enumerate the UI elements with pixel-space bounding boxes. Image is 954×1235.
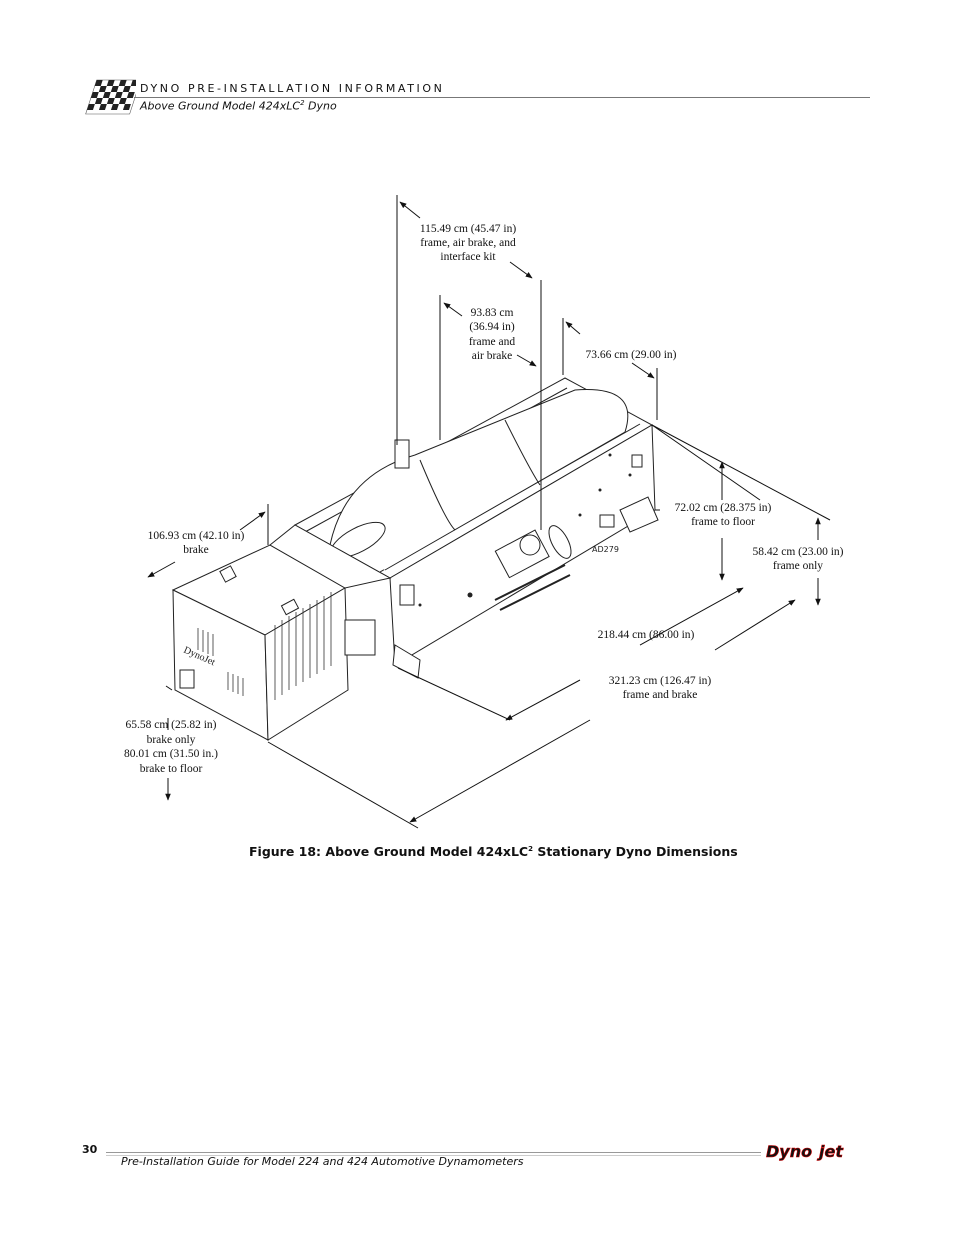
dim-frame-only-line1: 58.42 cm (23.00 in) — [752, 546, 843, 558]
dyno-machine: DynoJet — [171, 377, 659, 741]
dim-frame-only-line2: frame only — [773, 560, 823, 572]
svg-text:Dyno: Dyno — [766, 1142, 812, 1161]
dim-overall-height-line3: interface kit — [440, 251, 496, 263]
guide-title: Pre-Installation Guide for Model 224 and… — [121, 1155, 524, 1168]
dim-brake-length-line2: brake — [183, 544, 209, 556]
page-subtitle: Above Ground Model 424xLC2 Dyno — [140, 99, 337, 113]
footer-divider-secondary — [106, 1155, 761, 1156]
dimension-arrows — [147, 201, 821, 823]
dim-brake-height-line4: brake to floor — [140, 763, 203, 775]
footer-divider — [106, 1152, 761, 1153]
extension-lines — [165, 195, 831, 829]
dim-frame-airbrake-line3: frame and — [469, 336, 516, 348]
dim-overall-height-line2: frame, air brake, and — [420, 237, 516, 249]
subtitle-main: Above Ground Model 424xLC — [140, 99, 301, 113]
dim-total-length-line2: frame and brake — [623, 689, 698, 701]
subtitle-tail: Dyno — [304, 99, 337, 113]
dim-frame-width: 73.66 cm (29.00 in) — [585, 349, 676, 361]
drawing-id: AD279 — [592, 545, 619, 554]
dynojet-logo: Dyno jet — [766, 1142, 845, 1161]
dim-brake-length-line1: 106.93 cm (42.10 in) — [148, 530, 245, 542]
dim-frame-length: 218.44 cm (86.00 in) — [598, 629, 695, 641]
dim-total-length-line1: 321.23 cm (126.47 in) — [609, 675, 712, 687]
checkered-flag-icon — [85, 79, 136, 115]
svg-text:jet: jet — [816, 1142, 844, 1161]
dim-frame-airbrake-line2: (36.94 in) — [469, 321, 515, 333]
dim-brake-height-line2: brake only — [147, 734, 196, 746]
dim-frame-airbrake-line1: 93.83 cm — [471, 307, 514, 319]
section-title: DYNO PRE-INSTALLATION INFORMATION — [140, 82, 445, 95]
header-divider — [134, 97, 870, 98]
subtitle-superscript: 2 — [300, 99, 305, 107]
dim-frame-to-floor-line2: frame to floor — [691, 516, 755, 528]
caption-main: Figure 18: Above Ground Model 424xLC — [249, 844, 529, 859]
dim-overall-height-line1: 115.49 cm (45.47 in) — [420, 223, 517, 235]
dim-brake-height-line3: 80.01 cm (31.50 in.) — [124, 748, 218, 760]
dim-brake-height-line1: 65.58 cm (25.82 in) — [125, 719, 216, 731]
figure-caption: Figure 18: Above Ground Model 424xLC2 St… — [249, 844, 738, 859]
caption-superscript: 2 — [528, 844, 533, 853]
dim-frame-to-floor-line1: 72.02 cm (28.375 in) — [675, 502, 772, 514]
dim-frame-airbrake-line4: air brake — [472, 350, 513, 362]
caption-tail: Stationary Dyno Dimensions — [532, 844, 738, 859]
page-number: 30 — [82, 1143, 98, 1156]
